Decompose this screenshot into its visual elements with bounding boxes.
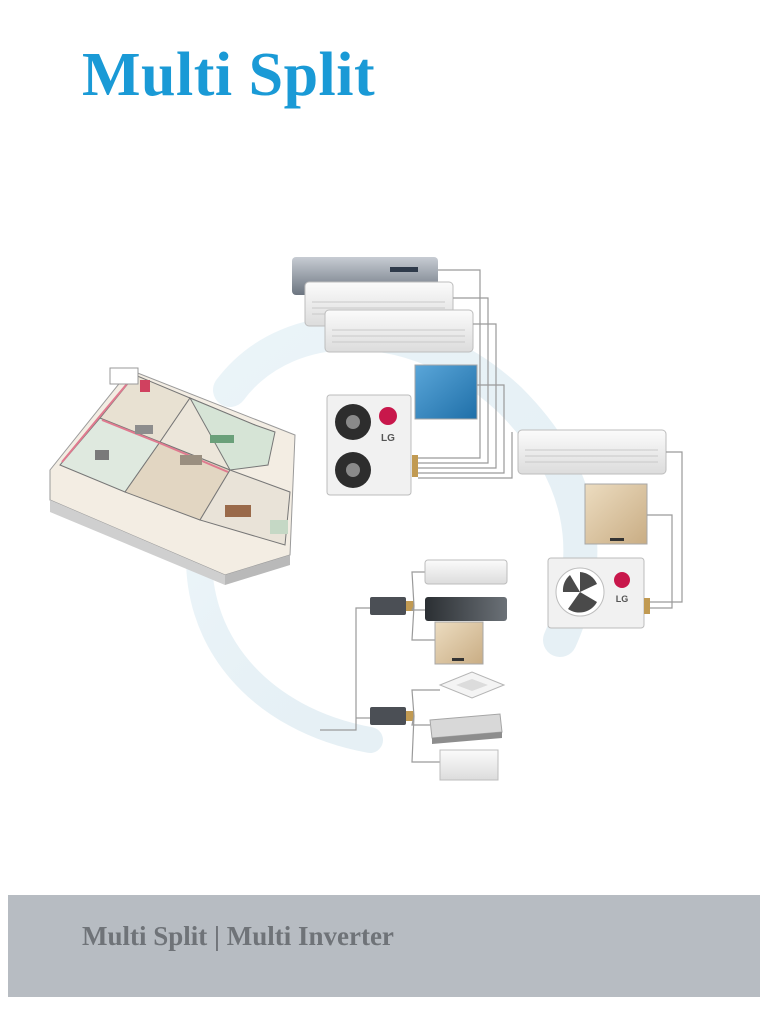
footer-text: Multi Split | Multi Inverter — [82, 921, 394, 951]
outdoor-unit: LG — [326, 394, 418, 496]
wall-mounted-indoor-unit — [425, 597, 507, 621]
refrigerant-piping — [418, 269, 513, 479]
wall-mounted-indoor-unit — [517, 429, 667, 475]
console-unit — [414, 364, 478, 420]
outdoor-unit: LG — [547, 557, 650, 629]
refrigerant-piping — [647, 451, 683, 609]
footer-band: Multi Split | Multi Inverter — [8, 895, 760, 997]
wall-mounted-indoor-unit — [324, 309, 474, 353]
page-title: Multi Split — [82, 41, 376, 109]
wall-mounted-indoor-unit — [424, 559, 508, 585]
multi-split-system-illustration: LG LG — [49, 257, 683, 781]
cassette-unit — [438, 671, 506, 699]
lg-logo-text: LG — [381, 433, 395, 444]
floorplan-illustration — [49, 367, 296, 585]
console-unit — [584, 483, 648, 545]
lg-logo-text: LG — [616, 594, 629, 604]
branch-distributor — [370, 597, 414, 615]
console-unit — [439, 749, 499, 781]
refrigerant-piping — [320, 571, 440, 763]
duct-unit — [429, 713, 503, 744]
branch-distributor — [370, 707, 414, 725]
console-unit — [434, 621, 484, 665]
